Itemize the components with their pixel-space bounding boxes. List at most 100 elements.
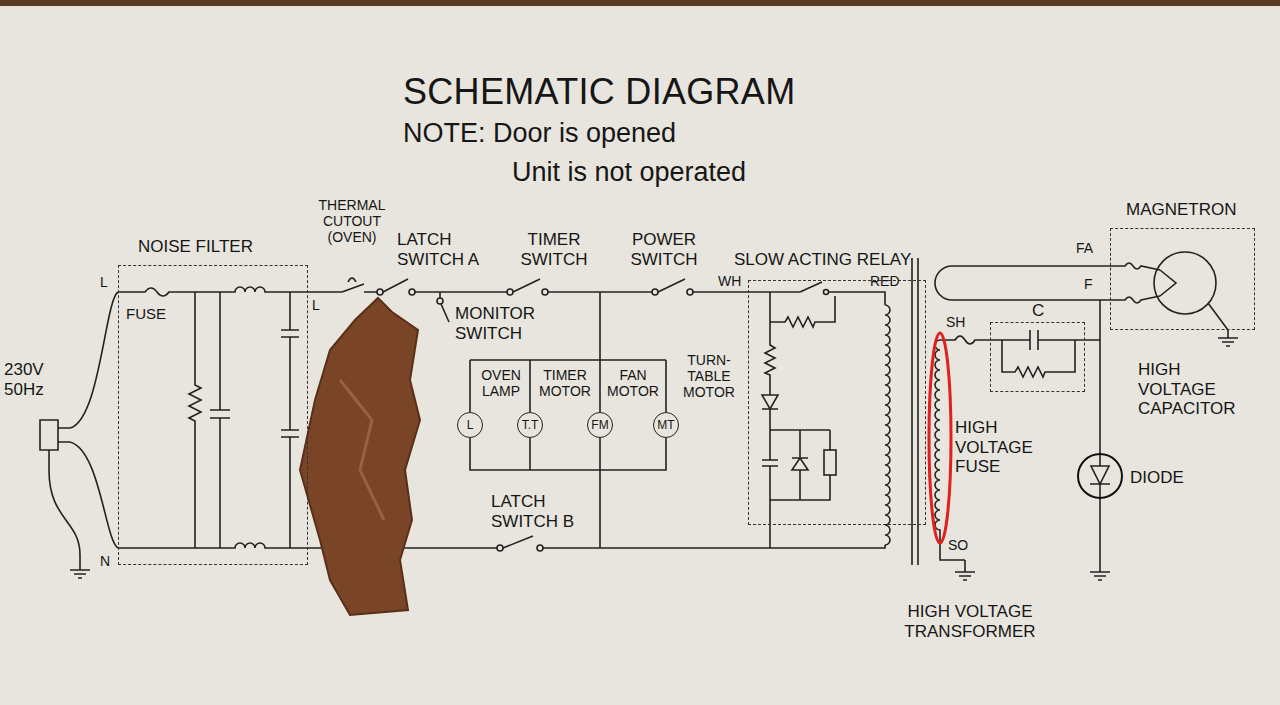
top-rail <box>693 291 800 293</box>
hv-fuse-capacitor <box>1002 340 1075 377</box>
power-plug <box>70 442 118 548</box>
module-heading: NOISE FILTER <box>138 238 253 255</box>
relay-parts <box>762 282 885 548</box>
diode-branch <box>1090 300 1110 580</box>
relay-parts <box>824 290 829 295</box>
magnetron-tube <box>1110 252 1238 346</box>
monitor-switch <box>441 304 449 322</box>
power-plug <box>70 292 118 428</box>
part-label: RED <box>870 273 900 289</box>
bottom-rail <box>537 545 543 551</box>
torn-hole <box>300 298 420 615</box>
diode-branch <box>1090 560 1110 580</box>
transformer <box>912 258 918 565</box>
power-plug <box>40 292 118 555</box>
part-label: HIGH VOLTAGE CAPACITOR <box>1138 360 1246 419</box>
power-plug <box>58 428 70 442</box>
transformer <box>955 560 975 580</box>
top-rail <box>348 278 356 282</box>
part-label: HIGH VOLTAGE FUSE <box>955 418 1045 477</box>
top-rail <box>513 279 540 292</box>
noise-filter-parts <box>210 292 230 548</box>
red-highlight-oval <box>929 333 951 543</box>
magnetron-tube <box>1208 303 1238 346</box>
part-label: TIMER MOTOR <box>533 367 597 399</box>
magnetron-tube <box>1160 270 1176 296</box>
relay-parts <box>769 500 771 548</box>
top-rail <box>652 289 658 295</box>
noise-filter-parts <box>189 292 201 548</box>
part-label: L <box>100 274 108 290</box>
bottom-rail <box>543 545 885 548</box>
part-label: MONITOR SWITCH <box>455 304 555 343</box>
top-rail <box>377 289 383 295</box>
relay-parts <box>824 450 836 475</box>
diode-branch <box>1090 466 1110 560</box>
load-wiring <box>470 438 666 470</box>
part-label: THERMAL CUTOUT (OVEN) <box>308 197 396 245</box>
part-label: LATCH SWITCH A <box>397 230 485 269</box>
part-label: OVEN LAMP <box>474 367 528 399</box>
top-rail <box>658 279 685 292</box>
dashed-module-box: C <box>990 322 1085 392</box>
noise-filter-parts <box>189 292 299 548</box>
noise-filter-parts <box>281 292 299 548</box>
load-symbol: FM <box>587 412 613 438</box>
load-symbol: T.T <box>517 412 543 438</box>
hv-fuse-capacitor <box>1030 330 1100 350</box>
ground-symbol <box>70 555 90 578</box>
symbol-letter: MT <box>657 419 674 431</box>
load-wiring <box>470 360 666 412</box>
dashed-module-box: MAGNETRON <box>1110 228 1255 330</box>
relay-parts <box>762 395 778 430</box>
torn-hole <box>340 380 384 520</box>
part-label: NOTE: Door is opened <box>403 118 676 149</box>
top-rail <box>415 291 507 293</box>
part-label: FUSE <box>126 305 166 322</box>
top-rail <box>542 289 548 295</box>
top-rail <box>383 279 408 292</box>
part-label: DIODE <box>1130 468 1184 488</box>
monitor-switch <box>437 292 449 322</box>
part-label: LATCH SWITCH B <box>491 492 581 531</box>
bottom-rail <box>497 545 503 551</box>
symbol-letter: L <box>467 419 474 431</box>
part-label: FAN MOTOR <box>603 367 663 399</box>
transformer <box>935 266 1110 300</box>
part-label: TURN-TABLE MOTOR <box>674 352 744 400</box>
part-label: N <box>100 553 110 569</box>
power-plug <box>49 450 80 555</box>
part-label: L <box>312 297 320 313</box>
symbol-letter: FM <box>591 419 608 431</box>
top-rail <box>342 284 377 292</box>
diagram-title: SCHEMATIC DIAGRAM <box>403 72 795 112</box>
monitor-switch <box>439 292 441 298</box>
relay-parts <box>762 430 830 500</box>
magnetron-tube <box>1110 296 1160 303</box>
table-edge <box>0 0 1280 6</box>
part-label: TIMER SWITCH <box>516 230 592 269</box>
black-highlight-circle <box>1078 454 1122 498</box>
module-heading: MAGNETRON <box>1126 201 1237 218</box>
hv-fuse-capacitor <box>940 330 1100 377</box>
top-rail <box>409 289 415 295</box>
load-symbol: MT <box>653 412 679 438</box>
relay-parts <box>765 292 775 395</box>
top-rail <box>118 287 342 296</box>
module-heading: C <box>1032 302 1044 319</box>
part-label: HIGH VOLTAGE TRANSFORMER <box>890 602 1050 641</box>
hv-fuse-capacitor <box>940 336 1030 344</box>
monitor-switch <box>437 298 443 304</box>
part-label: POWER SWITCH <box>626 230 702 269</box>
ground-symbol <box>70 555 90 578</box>
part-label: FA <box>1076 240 1093 256</box>
relay-parts <box>770 296 835 327</box>
relay-parts <box>792 430 808 500</box>
load-symbol: L <box>457 412 483 438</box>
part-label: 230V 50Hz <box>4 360 56 399</box>
top-rail <box>687 289 693 295</box>
bottom-rail <box>503 536 533 548</box>
diode-branch <box>1099 300 1101 466</box>
symbol-letter: T.T <box>522 419 539 431</box>
